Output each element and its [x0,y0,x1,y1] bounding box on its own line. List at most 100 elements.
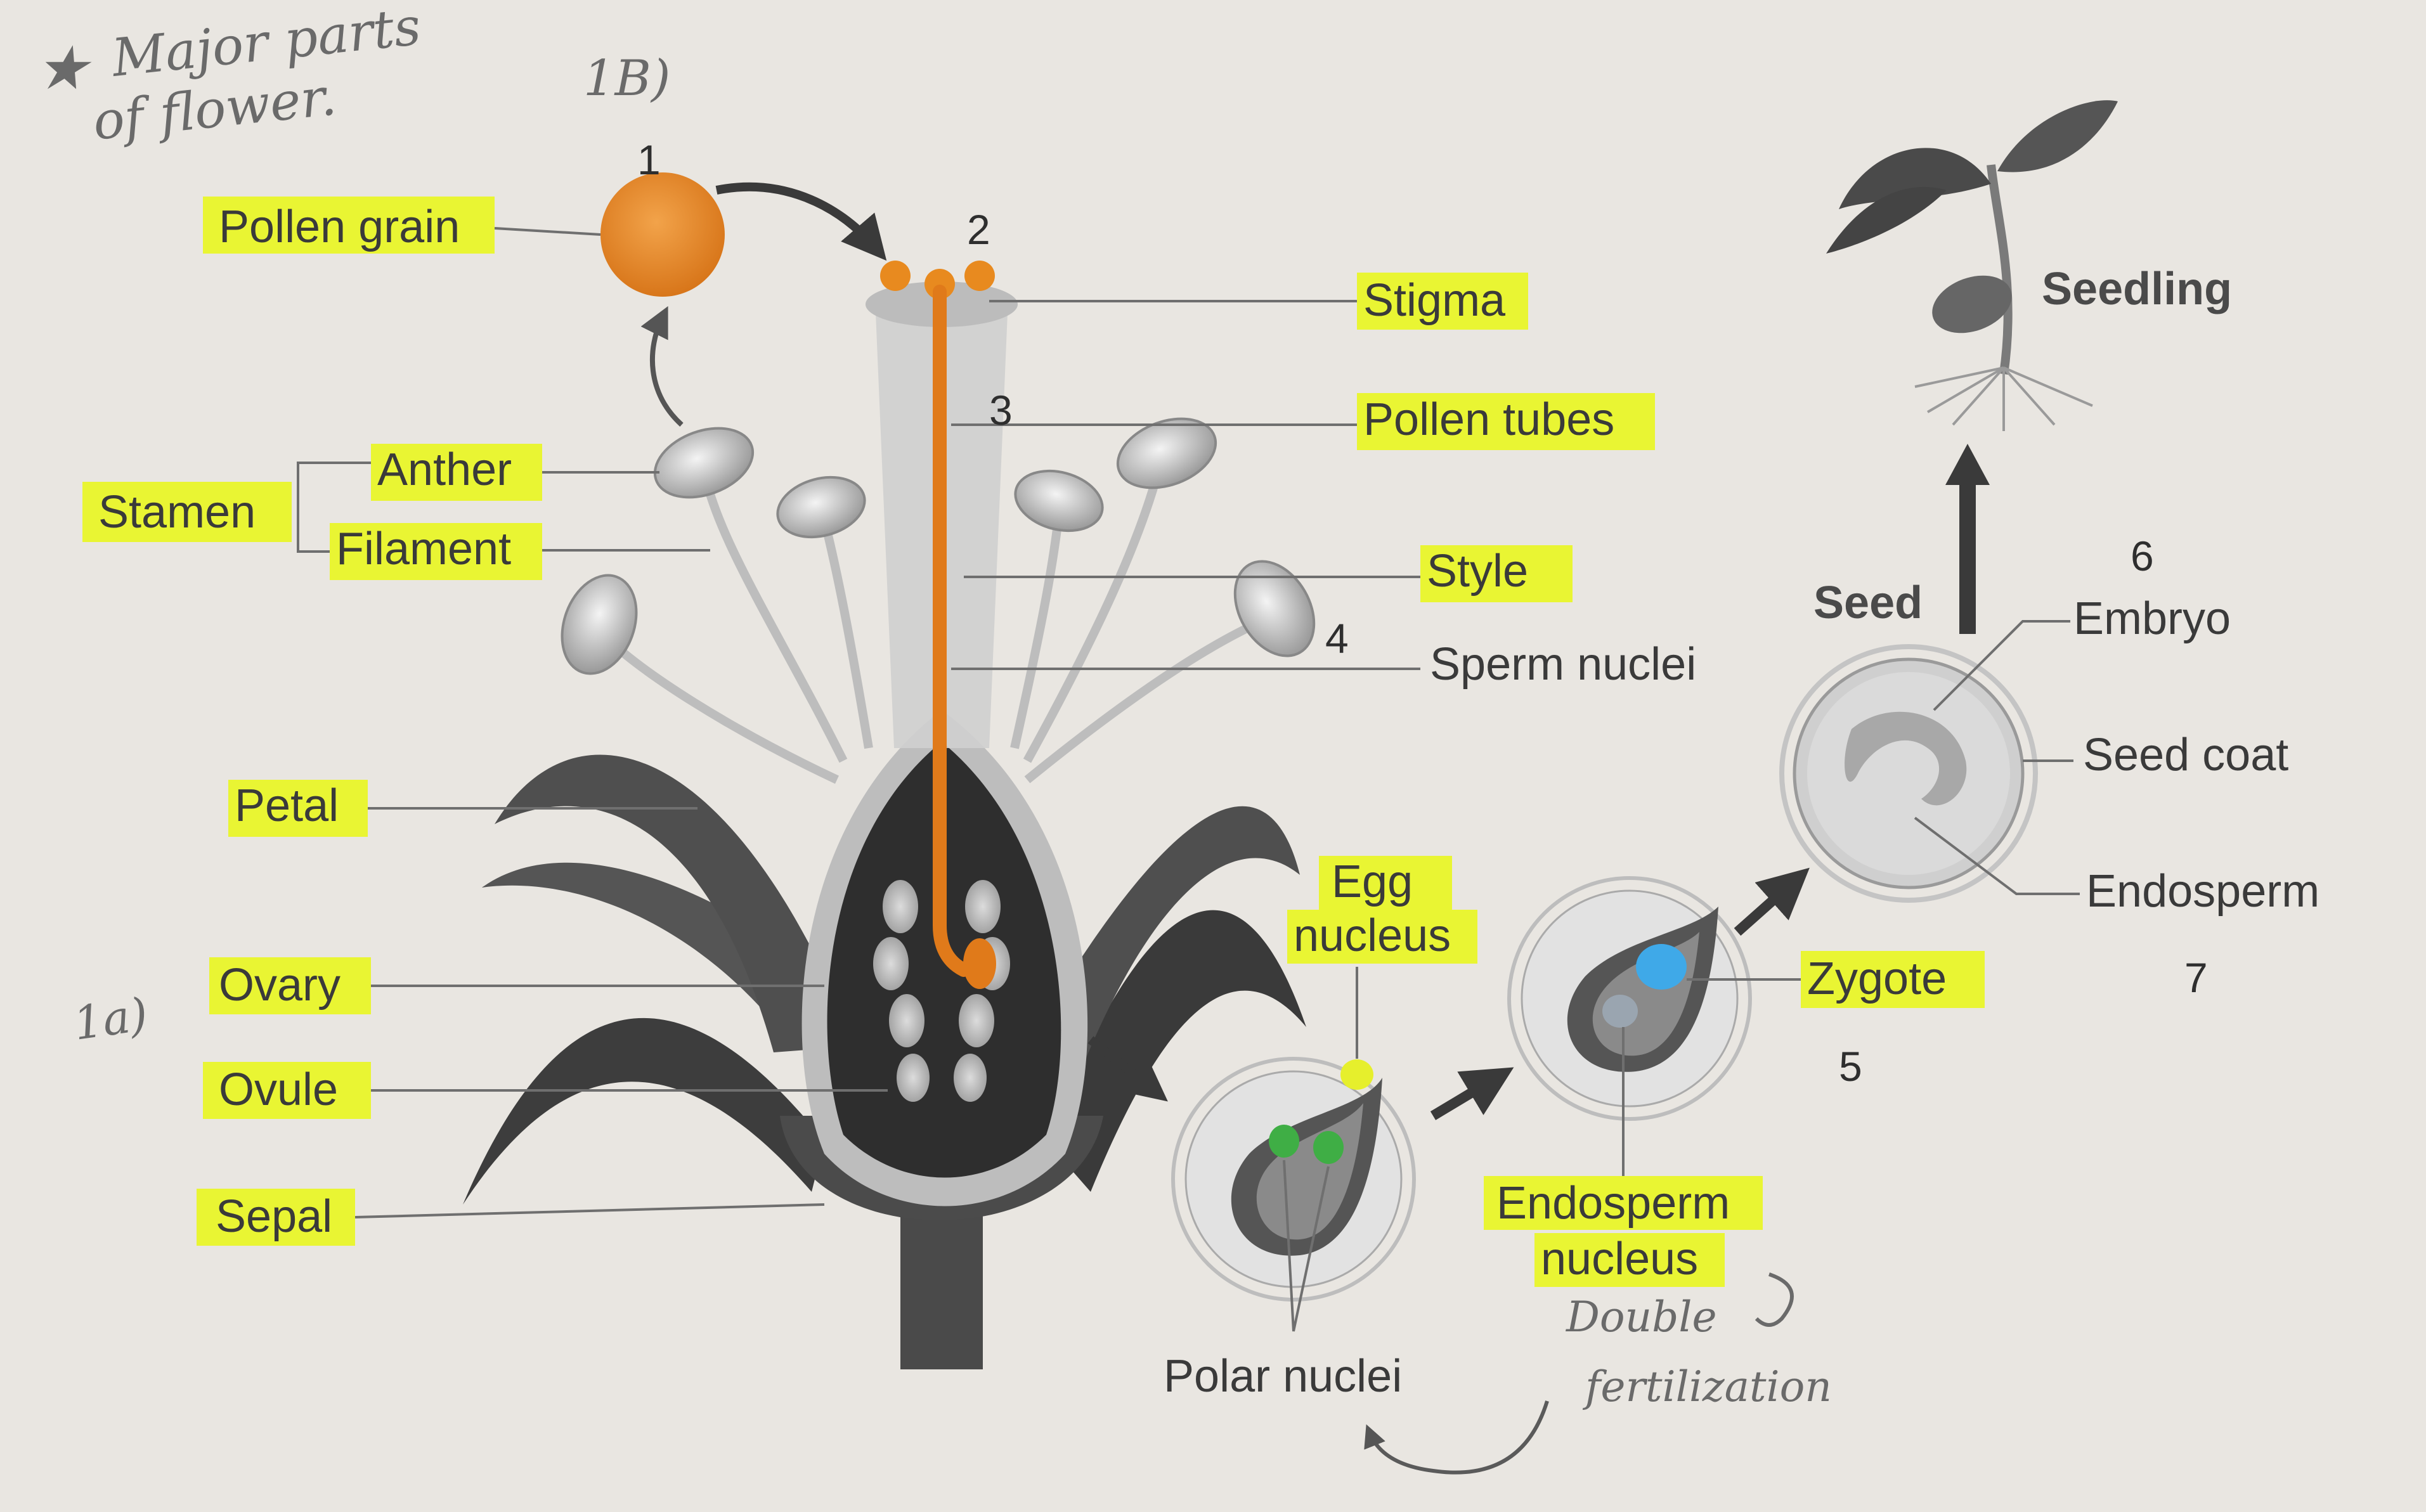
polar-nucleus-dot [1313,1131,1344,1164]
anther [1014,469,1104,533]
step-number-6: 6 [2131,533,2154,579]
label-ovule: Ovule [219,1064,338,1115]
anther [1233,560,1316,657]
step-number-1: 1 [637,136,661,183]
ovule-detail [1171,1057,1416,1302]
highlight-endosperm-nucleus-2 [1534,1233,1725,1287]
root [1926,366,2005,413]
highlight-filament [330,523,542,580]
flower-stem [900,1192,983,1369]
endosperm-nucleus-dot [1602,995,1638,1028]
label-pollen-tubes: Pollen tubes [1363,394,1614,445]
leader-embryo [1933,620,2070,711]
filaments [599,462,1264,784]
label-petal: Petal [235,780,339,831]
label-embryo: Embryo [2073,593,2231,644]
handwritten-curl-arrow [1755,1272,1794,1327]
arrow-zygote-to-seed [1734,867,1810,936]
label-seedling: Seedling [2042,264,2232,314]
step-number-3: 3 [989,387,1013,434]
leader-endosperm [1914,817,2080,895]
handwritten-part-1b: 1B) [583,50,670,107]
handwritten-double: Double [1566,1293,1717,1341]
handwritten-part-1a: 1a) [70,987,151,1050]
handwritten-notes: ★ Major parts of flower. 1B) 1a) Double … [35,0,1832,1475]
flower-illustration [463,261,1316,1369]
seed-endosperm-circle [1807,672,2010,875]
step-number-7: 7 [2184,954,2208,1001]
root [2003,366,2093,407]
handwritten-fertilization: fertilization [1582,1362,1832,1411]
root [1952,366,2005,426]
arrow-pollen-to-stigma [715,182,887,261]
seedling-stem [1987,164,2013,375]
highlight-ovule [203,1062,371,1119]
pollen-on-stigma [964,261,995,291]
seed-detail [1779,644,2038,903]
zygote-detail-outer [1507,876,1752,1121]
highlight-anther [371,444,542,501]
ovule [883,880,918,933]
arrow-anther-to-pollen [640,306,684,427]
ovule [889,994,924,1047]
seedling-leaf [1826,186,1947,254]
pollen-tube-tip [963,938,996,989]
step-numbers: 1 2 3 4 5 6 7 [637,136,2208,1090]
anther [653,427,755,499]
anther [561,574,638,675]
ovule [897,1054,930,1102]
highlight-petal [228,780,368,837]
seed-outer-ring [1779,644,2038,903]
filament [820,519,873,749]
label-sepal: Sepal [216,1191,332,1242]
filament [1010,513,1063,749]
highlight-sepal [197,1189,355,1246]
highlight-pollen-grain [203,197,495,254]
label-seed: Seed [1813,578,1923,628]
label-endosperm: Endosperm [2086,866,2319,917]
highlight-zygote [1801,951,1985,1008]
anther [1116,417,1217,489]
anthers [561,417,1316,675]
highlight-ovary [209,957,371,1014]
label-seed-coat: Seed coat [2083,730,2288,780]
highlight-endosperm-nucleus-1 [1484,1176,1763,1230]
highlight-stamen [82,482,292,542]
seed-embryo [1845,711,1967,806]
egg-nucleus-dot [1340,1059,1373,1090]
handwritten-curved-arrow [1364,1400,1549,1475]
filament [1024,617,1264,784]
arrow-seed-to-seedling-shaft [1959,482,1976,634]
label-egg-nucleus-line1: Egg [1332,856,1413,907]
label-ovary: Ovary [219,960,341,1011]
arrow-seed-to-seedling-head [1945,444,1990,485]
seedling-leaf [1839,148,1991,209]
sepal-right [1046,910,1306,1192]
label-endosperm-nucleus-line1: Endosperm [1496,1178,1730,1229]
highlight-egg-nucleus-2 [1287,910,1477,964]
ovule-detail-outer [1171,1057,1416,1302]
label-filament: Filament [336,524,511,574]
handwritten-star: ★ [35,34,92,103]
seedling-cotyledon [1932,275,2012,333]
leader-sepal [354,1203,825,1218]
arrow-ovule-to-zygote [1430,1067,1514,1120]
labels: Pollen grain Stigma Pollen tubes Stamen … [82,197,2319,1402]
filament [1023,462,1165,763]
seedling-leaf [1997,100,2118,172]
pollen-tube [933,285,971,977]
sepal-left [463,1018,824,1205]
pollen-on-stigma [924,269,955,299]
leader-polar-nuclei [1283,1160,1330,1332]
label-style: Style [1427,546,1528,597]
label-stigma: Stigma [1363,275,1506,326]
label-zygote: Zygote [1807,953,1947,1004]
polar-nucleus-dot [1269,1125,1299,1158]
label-anther: Anther [377,444,512,495]
highlight-stigma [1357,273,1528,330]
step-number-2: 2 [967,206,990,253]
seedling-illustration [1826,100,2118,431]
filament [599,631,839,784]
anther [776,475,866,539]
